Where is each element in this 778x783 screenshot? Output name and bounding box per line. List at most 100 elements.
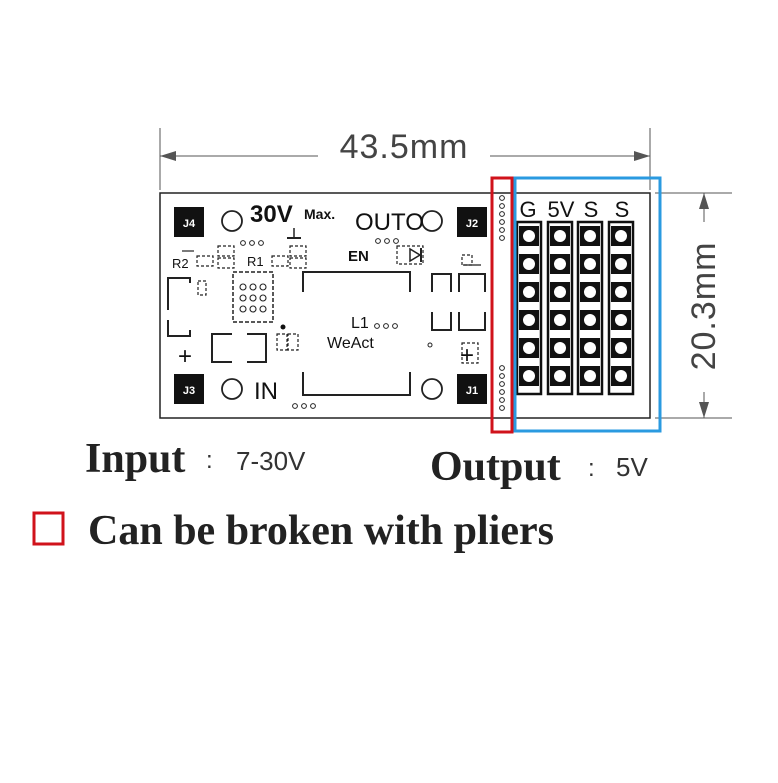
header-section-marker	[513, 176, 662, 433]
height-arrowhead-top	[699, 193, 709, 209]
ic-pin	[259, 305, 267, 313]
header-pin-hole	[554, 342, 566, 354]
hole-top-right	[421, 210, 443, 232]
inductor-outline-bottom	[302, 372, 411, 396]
strip-dot	[499, 211, 505, 217]
legend-text: Can be broken with pliers	[88, 508, 554, 554]
header-pin-grid	[515, 220, 635, 396]
corner-pad-label-top-right: J2	[466, 218, 478, 230]
out-label: OUTO	[355, 209, 424, 236]
height-dimension-label: 20.3mm	[685, 242, 723, 371]
strip-dot	[499, 381, 505, 387]
header-pin-hole	[584, 370, 596, 382]
footprint-c6	[287, 333, 299, 351]
footprint-r2	[196, 255, 214, 267]
footprint-c2	[217, 257, 235, 269]
breakable-section-marker	[490, 176, 514, 434]
inductor-outline-top	[302, 271, 411, 292]
inductor-l1: L1 WeAct	[302, 271, 411, 396]
width-arrowhead-right	[634, 151, 650, 161]
header-pin-hole	[523, 342, 535, 354]
input-separator: :	[206, 447, 213, 474]
header-pin-hole	[615, 370, 627, 382]
footprint-c5	[276, 333, 288, 351]
input-value: 7-30V	[236, 446, 306, 476]
header-column-label: S	[584, 197, 599, 222]
ic-pin	[239, 294, 247, 302]
ic-pin	[239, 305, 247, 313]
header-pin-hole	[523, 230, 535, 242]
corner-pad-label-top-left: J4	[183, 218, 196, 230]
dot	[374, 323, 380, 329]
strip-dot	[499, 227, 505, 233]
header-pin-hole	[554, 370, 566, 382]
inductor-ref-label: L1	[351, 315, 369, 332]
r2-label: R2	[172, 256, 189, 271]
height-label-bg	[684, 222, 724, 392]
dot	[310, 403, 316, 409]
ic-pin	[249, 305, 257, 313]
led-symbol	[409, 247, 422, 263]
header-pin-hole	[554, 286, 566, 298]
header-pin-hole	[584, 258, 596, 270]
hole-bottom-right	[421, 378, 443, 400]
footprint-c3	[289, 245, 307, 257]
header-pin-hole	[554, 230, 566, 242]
header-pin-hole	[584, 286, 596, 298]
header-pin-hole	[523, 314, 535, 326]
dot	[393, 238, 399, 244]
strip-dot	[499, 373, 505, 379]
header-column-frame	[576, 220, 604, 396]
header-pin-hole	[584, 314, 596, 326]
footprint-c4	[289, 257, 307, 269]
header-pin-hole	[615, 342, 627, 354]
header-pin-hole	[584, 342, 596, 354]
ic-footprint	[232, 271, 274, 323]
ic-pin	[259, 283, 267, 291]
header-pin-hole	[523, 370, 535, 382]
brand-label: WeAct	[327, 335, 374, 352]
corner-pad-bottom-right	[457, 374, 487, 404]
output-cap3-footprint	[461, 342, 479, 364]
height-arrowhead-bottom	[699, 402, 709, 418]
hole-top-left	[221, 210, 243, 232]
small-diode-outline	[197, 280, 207, 296]
corner-pad-label-bottom-right: J1	[466, 385, 478, 397]
hole-bottom-left	[221, 378, 243, 400]
header-pin-hole	[523, 286, 535, 298]
width-arrowhead-left	[160, 151, 176, 161]
breakable-strip-dots	[499, 195, 505, 411]
header-column-label: 5V	[548, 197, 575, 222]
dot	[383, 323, 389, 329]
en-label: EN	[348, 248, 369, 265]
header-column-frame	[546, 220, 574, 396]
width-dimension: 43.5mm	[159, 128, 651, 190]
header-column-label: S	[615, 197, 630, 222]
dot	[384, 238, 390, 244]
input-plus-sign: +	[178, 343, 192, 370]
height-dimension: 20.3mm	[655, 192, 732, 419]
output-label: Output	[430, 444, 561, 490]
dot	[292, 403, 298, 409]
header-pin-hole	[615, 258, 627, 270]
ic-pins	[239, 283, 267, 313]
corner-pad-top-left	[174, 207, 204, 237]
strip-dot	[499, 397, 505, 403]
strip-dot	[499, 235, 505, 241]
ic-pin	[239, 283, 247, 291]
output-plus-sign: +	[460, 342, 474, 369]
dot	[392, 323, 398, 329]
output-cap1-outline	[431, 273, 452, 331]
header-pin-hole	[554, 314, 566, 326]
ic-pin	[249, 294, 257, 302]
in-label: IN	[254, 378, 278, 405]
header-column-frame	[607, 220, 635, 396]
voltage-max-label: 30V	[250, 201, 293, 228]
max-suffix-label: Max.	[304, 206, 335, 222]
strip-dot	[499, 219, 505, 225]
header-column-label: G	[519, 197, 536, 222]
ic-pin	[249, 283, 257, 291]
ic-pin	[259, 294, 267, 302]
